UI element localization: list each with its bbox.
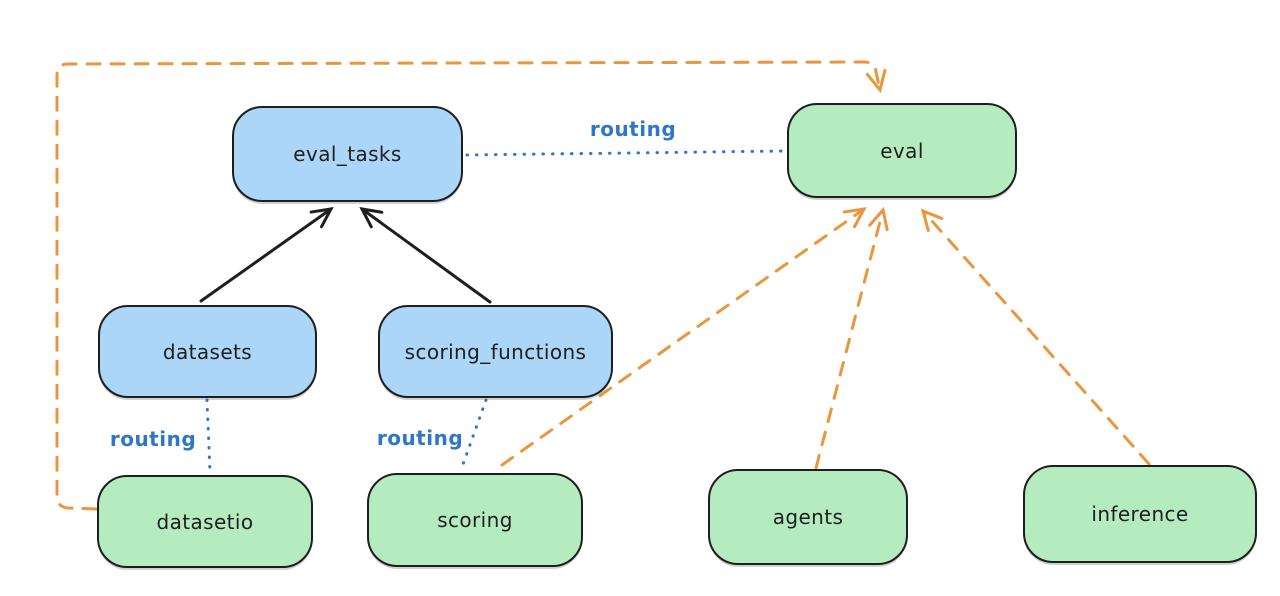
node-scoring-functions: scoring_functions <box>378 305 613 398</box>
edge-label-routing-eval-tasks-eval: routing <box>589 117 677 141</box>
node-scoring-functions-label: scoring_functions <box>404 339 587 364</box>
node-datasetio-label: datasetio <box>156 509 254 534</box>
edge-label-routing-scoring-functions-scoring: routing <box>376 426 464 450</box>
node-eval-label: eval <box>880 138 924 163</box>
node-eval-tasks: eval_tasks <box>232 106 463 202</box>
edge-scoring-functions-to-scoring <box>459 398 488 472</box>
edge-agents-to-eval <box>814 206 889 470</box>
edge-inference-to-eval <box>920 208 1151 466</box>
edge-scoring-to-eval <box>500 207 867 467</box>
node-datasets: datasets <box>98 305 317 398</box>
node-inference: inference <box>1023 465 1257 563</box>
node-scoring-label: scoring <box>437 508 513 532</box>
edge-scoring-functions-to-eval-tasks <box>359 207 492 304</box>
node-datasets-label: datasets <box>162 339 253 364</box>
node-agents: agents <box>708 469 908 565</box>
edge-eval-tasks-to-eval <box>465 149 787 157</box>
node-scoring: scoring <box>367 473 583 567</box>
node-datasetio: datasetio <box>97 475 313 568</box>
edge-datasets-to-eval-tasks <box>199 207 334 303</box>
node-eval-tasks-label: eval_tasks <box>293 142 402 166</box>
edge-label-routing-datasets-datasetio: routing <box>109 427 197 451</box>
node-inference-label: inference <box>1091 502 1189 526</box>
node-agents-label: agents <box>772 505 844 529</box>
edge-datasets-to-datasetio <box>205 398 212 474</box>
node-eval: eval <box>787 103 1017 198</box>
edge-datasetio-to-eval <box>55 60 887 511</box>
